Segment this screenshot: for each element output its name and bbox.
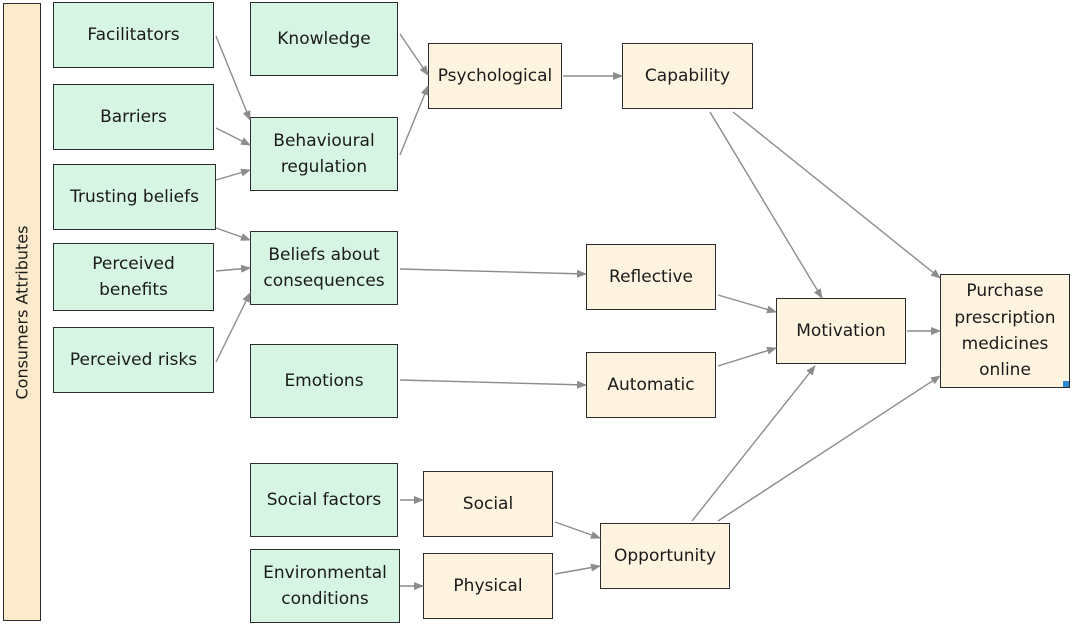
node-knowledge-label: Knowledge	[277, 28, 371, 49]
edge-capability-outcome	[732, 111, 941, 279]
node-psychological-label: Psychological	[437, 65, 553, 86]
node-outcome-label: Purchase prescription medicines online	[954, 281, 1056, 381]
node-capability-label: Capability	[644, 65, 731, 86]
edge-automatic-motivation	[717, 346, 777, 367]
node-reflective-label: Reflective	[609, 266, 693, 287]
node-perceived-benefits: Perceived benefits	[53, 243, 214, 311]
node-trusting-beliefs: Trusting beliefs	[53, 164, 216, 230]
node-social-factors-label: Social factors	[266, 489, 382, 510]
node-barriers-label: Barriers	[100, 106, 167, 127]
node-facilitators: Facilitators	[53, 2, 214, 68]
node-perceived-benefits-label: Perceived benefits	[92, 253, 175, 300]
node-behavioural-regulation-label: Behavioural regulation	[273, 130, 375, 177]
node-reflective: Reflective	[586, 244, 716, 310]
node-motivation-label: Motivation	[796, 320, 886, 341]
node-emotions: Emotions	[250, 344, 398, 418]
node-psychological: Psychological	[428, 43, 562, 109]
node-knowledge: Knowledge	[250, 2, 398, 76]
node-outcome: Purchase prescription medicines online	[940, 274, 1070, 388]
node-physical-label: Physical	[453, 575, 523, 596]
edge-knowledge-psychological	[399, 33, 429, 76]
node-beliefs-about-consequences: Beliefs about consequences	[250, 231, 398, 305]
node-beliefs-about-consequences-label: Beliefs about consequences	[263, 244, 385, 291]
consumers-attributes-text: Consumers Attributes	[12, 225, 32, 399]
edge-barriers-behavioural	[215, 127, 251, 146]
edge-trusting-behavioural	[215, 168, 251, 181]
edge-trusting-beliefs	[215, 227, 251, 241]
edge-beliefs-reflective	[399, 268, 587, 278]
edge-opportunity-outcome	[717, 375, 941, 522]
node-barriers: Barriers	[53, 84, 214, 150]
edge-benefits-beliefs	[215, 264, 251, 273]
edge-reflective-motivation	[717, 294, 777, 314]
node-opportunity-label: Opportunity	[613, 545, 717, 566]
consumers-attributes-label: Consumers Attributes	[3, 3, 41, 621]
node-automatic-label: Automatic	[607, 374, 695, 395]
node-opportunity: Opportunity	[600, 523, 730, 589]
node-behavioural-regulation: Behavioural regulation	[250, 117, 398, 191]
node-motivation: Motivation	[776, 298, 906, 364]
edge-risks-beliefs	[215, 292, 251, 363]
node-physical: Physical	[423, 553, 553, 619]
node-environmental-conditions: Environmental conditions	[250, 549, 400, 623]
node-environmental-conditions-label: Environmental conditions	[263, 562, 387, 609]
node-perceived-risks: Perceived risks	[53, 327, 214, 393]
node-perceived-risks-label: Perceived risks	[69, 349, 198, 370]
edge-social-opportunity	[554, 521, 601, 539]
node-capability: Capability	[622, 43, 753, 109]
selection-handle	[1063, 381, 1069, 387]
edge-physical-opportunity	[554, 563, 601, 575]
node-facilitators-label: Facilitators	[87, 24, 180, 45]
edge-behavioural-psychological	[399, 85, 429, 156]
node-emotions-label: Emotions	[284, 370, 364, 391]
edge-capability-motivation	[709, 111, 823, 299]
edge-emotions-automatic	[399, 379, 587, 389]
node-social: Social	[423, 471, 553, 537]
node-social-factors: Social factors	[250, 463, 398, 537]
edge-facilitators-behavioural	[215, 35, 251, 121]
node-social-label: Social	[462, 493, 514, 514]
node-trusting-beliefs-label: Trusting beliefs	[70, 186, 199, 207]
node-automatic: Automatic	[586, 352, 716, 418]
